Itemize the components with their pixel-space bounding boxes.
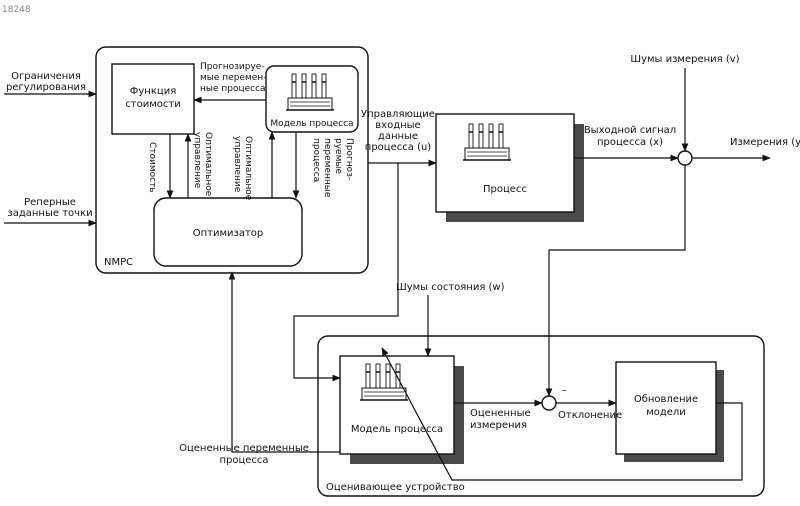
predicted-vars-v-label-3: переменные xyxy=(322,138,332,198)
output-signal-label-2: процесса (x) xyxy=(597,137,663,148)
cost-label: Стоимость xyxy=(147,142,157,193)
control-input-label-4: процесса (u) xyxy=(365,142,432,153)
optimal-control-1-label-1: Оптимальное xyxy=(203,132,213,197)
optimal-control-2-label-2: управление xyxy=(232,136,242,193)
measurements-label: Измерения (y) xyxy=(730,137,800,148)
process-model-bottom-label: Модель процесса xyxy=(351,424,443,435)
predicted-vars-v-label-1: Прогноз- xyxy=(344,138,354,180)
process-block xyxy=(436,114,574,212)
minus-sign: – xyxy=(562,385,567,396)
cost-function-label-2: стоимости xyxy=(125,99,180,110)
process-label: Процесс xyxy=(483,184,527,195)
estimator-label: Оценивающее устройство xyxy=(326,482,465,493)
measurement-noise-label: Шумы измерения (v) xyxy=(630,54,739,65)
predicted-vars-label-2: мые перемен- xyxy=(200,73,266,83)
control-input-label-3: данные xyxy=(378,131,418,142)
estimated-measurements-label-2: измерения xyxy=(470,420,527,431)
estimated-vars-label-2: процесса xyxy=(219,455,268,466)
control-input-label-1: Управляющие xyxy=(361,109,435,120)
reference-label-2: заданные точки xyxy=(7,208,92,219)
deviation-label: Отклонение xyxy=(558,410,622,421)
deviation-sum-junction xyxy=(542,396,556,410)
process-model-top-label: Модель процесса xyxy=(270,119,353,129)
model-update-label-1: Обновление xyxy=(634,394,698,405)
optimal-control-1-label-2: управление xyxy=(192,132,202,189)
constraints-label-1: Ограничения xyxy=(11,71,81,82)
predicted-vars-v-label-2: руемые xyxy=(333,138,343,174)
estimated-vars-label-1: Оцененные переменные xyxy=(179,443,309,454)
nmpc-label: NMPC xyxy=(104,257,133,268)
estimated-measurements-label-1: Оцененные xyxy=(470,408,531,419)
constraints-label-2: регулирования xyxy=(6,82,86,93)
measurement-sum-junction xyxy=(678,151,692,165)
model-update-label-2: модели xyxy=(646,407,686,418)
state-noise-label: Шумы состояния (w) xyxy=(396,282,505,293)
predicted-vars-v-label-4: процесса xyxy=(311,138,321,182)
reference-label-1: Реперные xyxy=(24,197,76,208)
optimal-control-2-label-1: Оптимальное xyxy=(243,136,253,201)
predicted-vars-label-3: ные процесса xyxy=(200,84,266,94)
cost-function-label-1: Функция xyxy=(130,86,176,97)
output-signal-label-1: Выходной сигнал xyxy=(584,125,676,136)
figure-id: 18248 xyxy=(2,5,31,15)
control-input-label-2: входные xyxy=(375,120,420,131)
predicted-vars-label-1: Прогнозируе- xyxy=(200,62,265,72)
optimizer-label: Оптимизатор xyxy=(193,228,264,239)
